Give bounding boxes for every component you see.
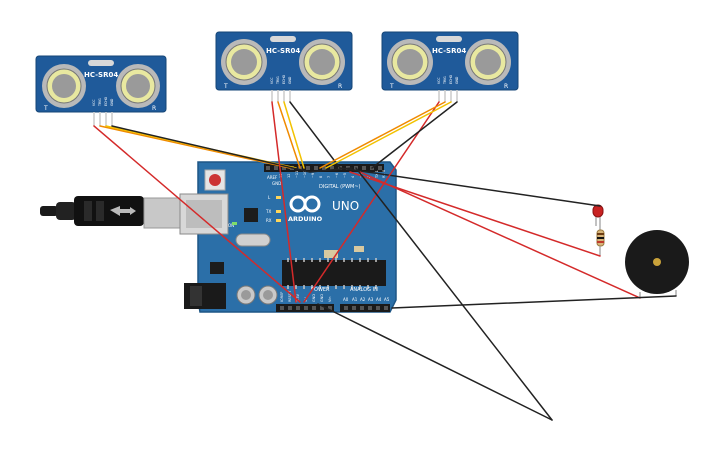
pin-label: ~5 [343,173,347,178]
led-component [592,204,604,226]
pin-label: GND [320,294,324,302]
arduino-uno-board: ARDUINO UNO DIGITAL (PWM~) POWER ANALOG … [179,161,397,313]
onboard-leds: L TX RX [232,195,281,225]
usb-cable [40,196,185,229]
pin-label: A1 [352,297,358,302]
pin-label: VCC [92,99,96,106]
led-label-l: L [268,195,271,200]
pin-label: A0 [343,297,349,302]
pin-label: GND [110,98,114,106]
pin-label: 3.3V [296,293,300,302]
pin-label: A4 [376,297,382,302]
sensor-model: HC-SR04 [266,47,300,55]
led-label-rx: RX [266,218,272,223]
pin-label: TRIG [443,76,447,85]
pin-label: ECHO [282,74,286,84]
sensor-mark-r: R [152,105,156,112]
pin-label: TRIG [276,76,280,85]
pin-label: 4 [351,175,355,178]
analog-pin-labels: A0 A1 A2 A3 A4 A5 [343,297,390,302]
arduino-model: UNO [332,199,359,213]
sensor-mark-t: T [223,83,228,90]
arduino-infinity-logo [289,195,321,213]
sensor-mark-t: T [43,105,48,112]
pin-label: TRIG [98,98,102,107]
analog-header-label: ANALOG IN [350,287,378,293]
pin-label: A5 [384,297,390,302]
pin-label: 7 [327,176,331,178]
pin-label: ~9 [311,173,315,178]
on-label: ON [228,223,234,228]
pin-label: IOREF [280,292,284,302]
aref-label: AREF [267,175,278,180]
pin-label: 12 [287,174,291,178]
sensor-mark-t: T [389,83,394,90]
sensor-model: HC-SR04 [432,47,466,55]
sensor-mark-r: R [338,83,342,90]
pin-label: VCC [270,77,274,84]
pin-label: ~6 [335,173,339,178]
pin-label: Vin [328,296,332,302]
atmega-chip [282,260,386,286]
digital-header-label: DIGITAL (PWM~) [319,184,361,190]
pin-label: GND [312,294,316,302]
analog-header [340,304,390,312]
sensor-mark-r: R [504,83,508,90]
ultrasonic-sensor-1: HC-SR04 T R VCC TRIG ECHO GND [35,55,167,126]
pin-label: ECHO [449,74,453,84]
pin-label: ~11 [295,171,299,178]
pin-label: VCC [437,77,441,84]
sensor-model: HC-SR04 [84,71,118,79]
pin-label: ~10 [303,171,307,178]
led-label-tx: TX [265,209,271,214]
resistor-component [596,226,605,256]
pin-label: A2 [360,297,366,302]
usb-icon [110,206,136,216]
arduino-brand: ARDUINO [288,215,323,223]
pin-label: ECHO [104,96,108,106]
pin-label: GND [288,76,292,84]
gnd-label: GND [272,181,281,186]
power-header-label: POWER [311,287,330,293]
ultrasonic-sensor-3: HC-SR04 T R VCC TRIG ECHO GND [381,31,519,102]
wires [93,101,677,421]
piezo-buzzer [625,230,689,298]
pin-label: 8 [319,176,323,178]
ultrasonic-sensor-2: HC-SR04 T R VCC TRIG ECHO GND [215,31,353,102]
pin-label: RESET [288,290,292,302]
pin-label: 2 [367,176,371,178]
pin-label: GND [455,76,459,84]
pin-label: A3 [368,297,374,302]
pin-label: TX 1 [375,170,379,179]
